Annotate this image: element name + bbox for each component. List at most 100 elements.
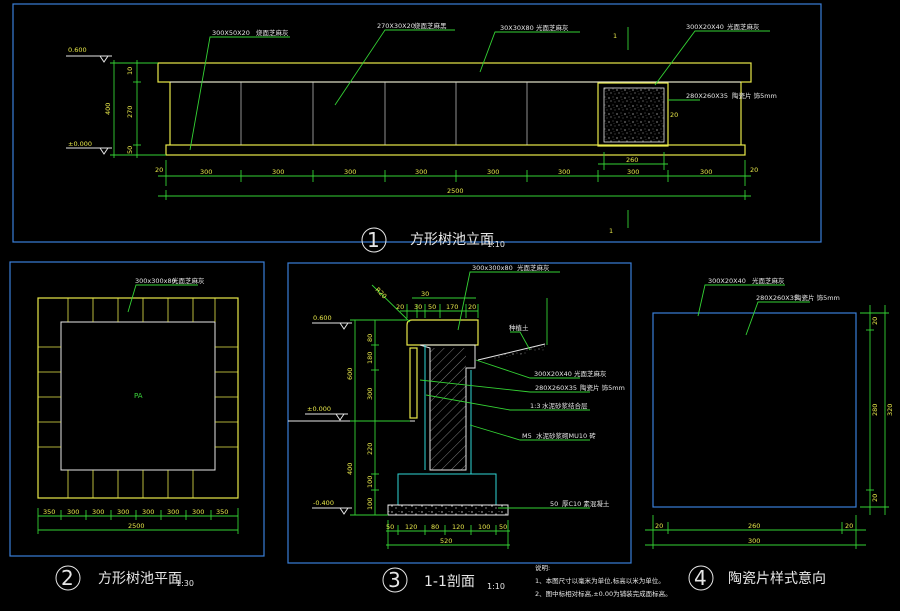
plan-dim-lines [37, 508, 239, 534]
tile-right-total: 320 [886, 404, 894, 416]
section-left-dim-1: 80 [366, 334, 374, 342]
plan-dim-7: 300 [192, 508, 204, 516]
elevation-dim-9: 300 [700, 168, 712, 176]
legend-title: 说明: [535, 563, 550, 572]
tile-frame-dim-note: 300X20X40 [708, 277, 746, 285]
section-soil [478, 344, 545, 362]
section-note-6-sub: 水泥砂浆砌MU10 砖 [536, 431, 596, 440]
tile-panel: 300X20X40 光面芝麻灰 280X260X35 陶瓷片 饰5mm 20 2… [645, 276, 894, 591]
plan-frame [9, 261, 265, 557]
tile-bottom-dim-3: 20 [845, 522, 853, 530]
section-leaders [419, 271, 590, 509]
legend-line-2: 2、图中标相对标高,±0.00为铺装完成面标高。 [535, 589, 672, 598]
section-title: 1-1剖面 [424, 574, 475, 590]
section-concrete-fill [388, 505, 508, 515]
tile-bottom-dim-1: 20 [655, 522, 663, 530]
plan-number-circle [55, 565, 81, 591]
elevation-leaders [189, 27, 770, 228]
section-note-7-sub: 厚C10 素混凝土 [562, 499, 610, 508]
tile-name-note: 陶瓷片 饰5mm [795, 293, 840, 302]
plan-paver-joints [38, 298, 238, 498]
section-note-6: M5 [522, 432, 532, 440]
section-note-3-sub: 光面芝麻灰 [574, 369, 607, 378]
tile-bottom-dim-2: 260 [748, 522, 760, 530]
cap-dim-note: 300X50X20 [212, 29, 250, 37]
elevation-level-top: 0.600 [68, 46, 87, 54]
tile-bottom-total: 300 [748, 537, 760, 545]
section-left-dim-3: 300 [366, 388, 374, 400]
elevation-dim-2: 300 [272, 168, 284, 176]
elevation-base [165, 144, 746, 156]
cap-name-note: 烧面芝麻灰 [256, 28, 289, 37]
section-number: 3 [388, 568, 401, 592]
plan-center-label: PA [134, 392, 143, 400]
slab-name-note: 烧面芝麻黑 [414, 21, 447, 30]
plan-scale: 1:30 [176, 579, 194, 588]
tile-frame-dim-note: 300X20X40 [686, 23, 724, 31]
section-bottom-dim-5: 100 [478, 523, 490, 531]
elevation-dim-edge-left: 20 [155, 166, 163, 174]
elevation-level-zero: ±0.000 [68, 140, 92, 148]
tile-right-dim-lines [860, 305, 889, 515]
tile-number: 4 [694, 566, 707, 590]
elevation-bottom-dim-lines [158, 152, 751, 200]
elevation-total: 2500 [447, 187, 464, 195]
slab-dim-note: 270X30X20 [377, 22, 415, 30]
top-name-note: 光面芝麻灰 [536, 23, 569, 32]
plan-leader [127, 284, 198, 313]
section-tile [409, 347, 418, 419]
plan-number: 2 [61, 566, 74, 590]
plan-note-name: 光面芝麻灰 [172, 276, 205, 285]
elevation-dim-6: 300 [558, 168, 570, 176]
elevation-left-total: 400 [104, 103, 112, 115]
section-top-dim-lines [371, 284, 479, 323]
section-top-total: 30 [421, 290, 429, 298]
elevation-scale: 1:10 [487, 240, 505, 249]
section-bottom-dim-3: 80 [431, 523, 439, 531]
section-footing [397, 473, 497, 506]
section-left-dim-6: 100 [366, 498, 374, 510]
section-bottom-dim-2: 120 [405, 523, 417, 531]
tile-frame-name-note: 光面芝麻灰 [752, 276, 785, 285]
plan-dim-6: 300 [167, 508, 179, 516]
plan-dim-1: 350 [43, 508, 55, 516]
plan-dim-3: 300 [92, 508, 104, 516]
section-bottom-total: 520 [440, 537, 452, 545]
elevation-frame [12, 3, 822, 243]
section-note-1-sub: 光面芝麻灰 [517, 263, 550, 272]
elevation-panel: 1 1 300X50X20 烧面芝麻灰 270X30X20 烧面芝麻黑 30X3… [12, 3, 822, 253]
plan-panel: 300x300x80 光面芝麻灰 PA 350 300 300 300 300 … [9, 261, 265, 591]
plan-dim-2: 300 [67, 508, 79, 516]
section-scale: 1:10 [487, 582, 505, 591]
section-note-4-sub: 陶瓷片 饰5mm [580, 383, 625, 392]
plan-note-dim: 300x300x80 [135, 277, 176, 285]
elevation-tile-frame [597, 82, 669, 147]
elevation-dim-1: 300 [200, 168, 212, 176]
elevation-tile-side: 20 [670, 111, 678, 119]
elevation-dim-3: 300 [344, 168, 356, 176]
section-left-dim-4: 220 [366, 443, 374, 455]
section-top-dim-4: 170 [446, 303, 458, 311]
section-left-total-bottom: 400 [346, 463, 354, 475]
section-note-4: 280X260X35 [535, 384, 577, 392]
elevation-dim-8: 300 [627, 168, 639, 176]
section-left-dim-5: 100 [366, 476, 374, 488]
tile-right-dim-1: 20 [871, 317, 879, 325]
elevation-left-dim-lines [110, 60, 166, 158]
elevation-number-circle [361, 227, 387, 253]
section-mark-top: 1 [613, 32, 617, 40]
section-top-dim-1: 20 [396, 303, 404, 311]
section-left-dim-lines [350, 319, 410, 516]
elevation-levels [66, 55, 112, 155]
plan-total: 2500 [128, 522, 145, 530]
elevation-left-dim-3: 50 [126, 146, 134, 154]
section-levels [305, 322, 352, 515]
section-left-total-top: 600 [346, 368, 354, 380]
plan-dim-8: 350 [216, 508, 228, 516]
elevation-dim-edge-right: 20 [750, 166, 758, 174]
elevation-number: 1 [367, 228, 380, 252]
plan-title: 方形树池平面 [98, 571, 182, 587]
plan-dim-5: 300 [142, 508, 154, 516]
section-bottom-dim-4: 120 [452, 523, 464, 531]
